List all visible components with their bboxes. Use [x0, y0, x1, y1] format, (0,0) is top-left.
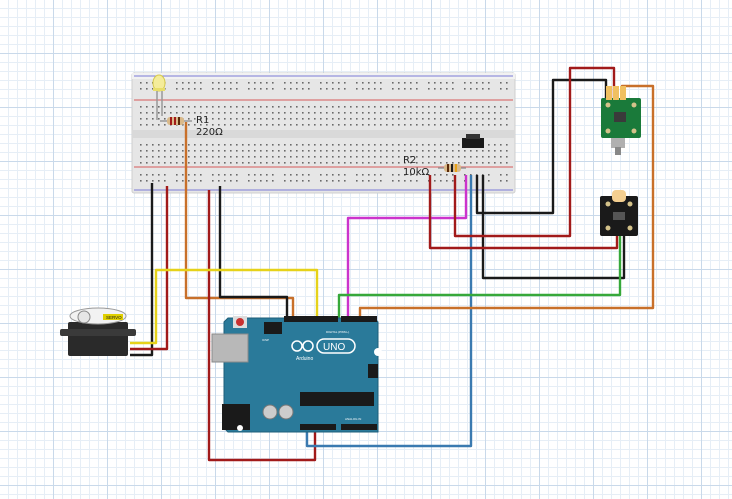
servo-motor[interactable]: SERVO	[60, 307, 136, 356]
wire-magenta[interactable]	[346, 175, 468, 318]
wires	[130, 66, 655, 462]
analog-label: ANALOG IN	[345, 417, 361, 421]
arduino-logo-text: UNO	[323, 342, 345, 353]
r2-value: 10kΩ	[403, 167, 430, 178]
wire-red-servo[interactable]	[130, 186, 169, 351]
wire-red-5v[interactable]	[207, 190, 317, 462]
r2-name: R2	[403, 155, 417, 166]
breadboard	[131, 72, 516, 194]
wire-black-button-bottom[interactable]	[481, 175, 626, 280]
arduino-brand: Arduino	[296, 356, 313, 362]
sensor-module-top[interactable]	[601, 86, 641, 155]
sensor-module-bottom[interactable]	[600, 190, 638, 236]
resistor-r2[interactable]	[438, 164, 466, 172]
wire-black-servo[interactable]	[130, 183, 154, 357]
wire-yellow-servo[interactable]	[130, 268, 319, 345]
push-button[interactable]	[462, 134, 484, 148]
icsp-label: ICSP	[262, 338, 269, 342]
wire-green[interactable]	[337, 236, 622, 318]
wire-red-module-top[interactable]	[453, 66, 616, 238]
resistor-r1[interactable]	[160, 117, 192, 125]
digital-label: DIGITAL (PWM~)	[326, 330, 349, 334]
led[interactable]	[152, 74, 166, 120]
wire-blue[interactable]	[305, 175, 473, 448]
r1-value: 220Ω	[196, 127, 223, 138]
arduino-uno[interactable]: UNO Arduino DIGITAL (PWM~) ICSP ANALOG I…	[211, 316, 382, 433]
r1-name: R1	[196, 115, 210, 126]
wire-black-button-top[interactable]	[475, 78, 608, 215]
wire-black-gnd-arduino[interactable]	[218, 186, 289, 318]
servo-label: SERVO	[106, 315, 122, 320]
wire-red-module-bottom[interactable]	[428, 175, 619, 250]
